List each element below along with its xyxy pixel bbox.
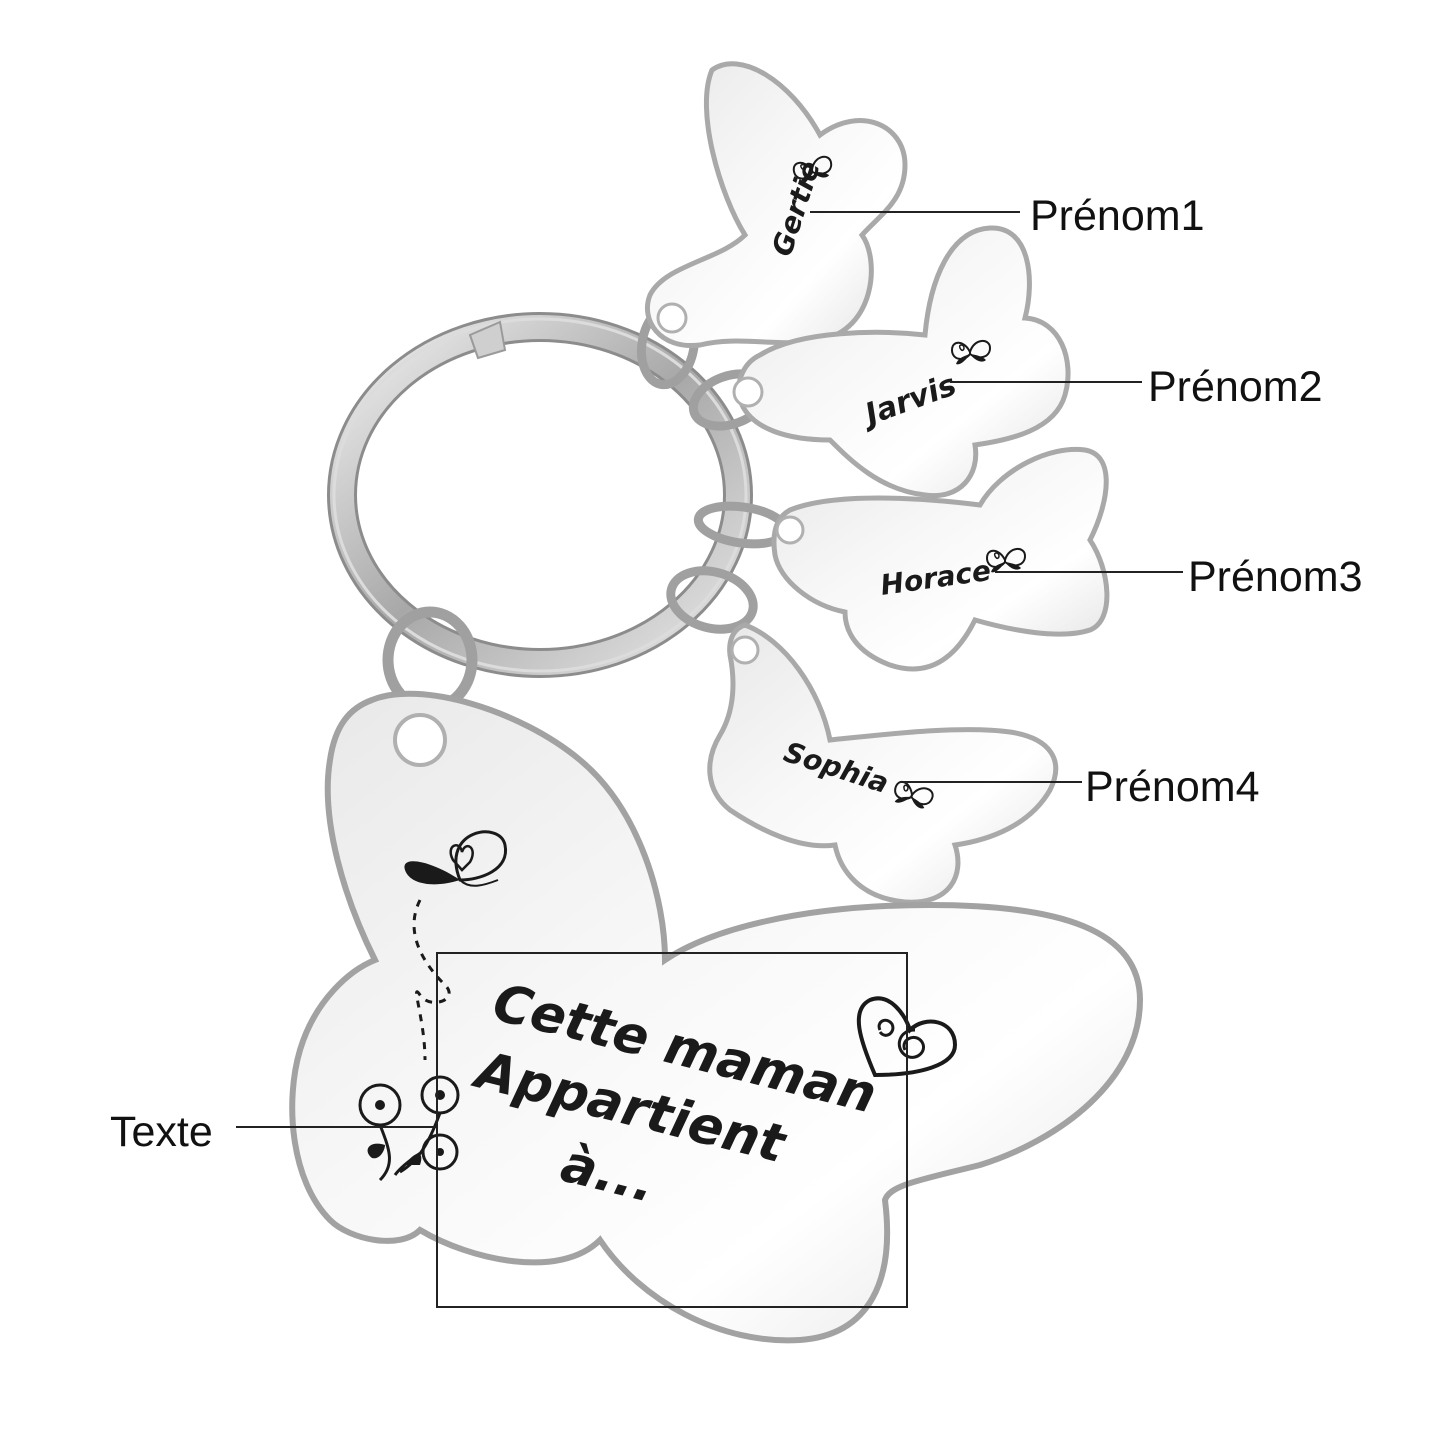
key-ring xyxy=(327,312,753,678)
callout-prenom4: Prénom4 xyxy=(1085,763,1260,811)
callout-lines xyxy=(236,211,1183,1128)
charm-jarvis: Jarvis xyxy=(732,225,1071,499)
main-butterfly-tag: Cette maman Appartient à... xyxy=(289,690,1144,1344)
butterfly-engraving-icon xyxy=(404,830,507,1061)
text-area-frame xyxy=(436,952,908,1308)
charm-gertie: Gertie xyxy=(644,61,908,349)
heart-engraving-icon xyxy=(856,996,958,1078)
callout-texte: Texte xyxy=(110,1108,213,1156)
charm-sophia: Sophia xyxy=(707,622,1059,905)
callout-prenom2: Prénom2 xyxy=(1148,363,1323,411)
callout-prenom3: Prénom3 xyxy=(1188,553,1363,601)
charm-horace: Horace xyxy=(771,446,1110,672)
callout-prenom1: Prénom1 xyxy=(1030,192,1205,240)
